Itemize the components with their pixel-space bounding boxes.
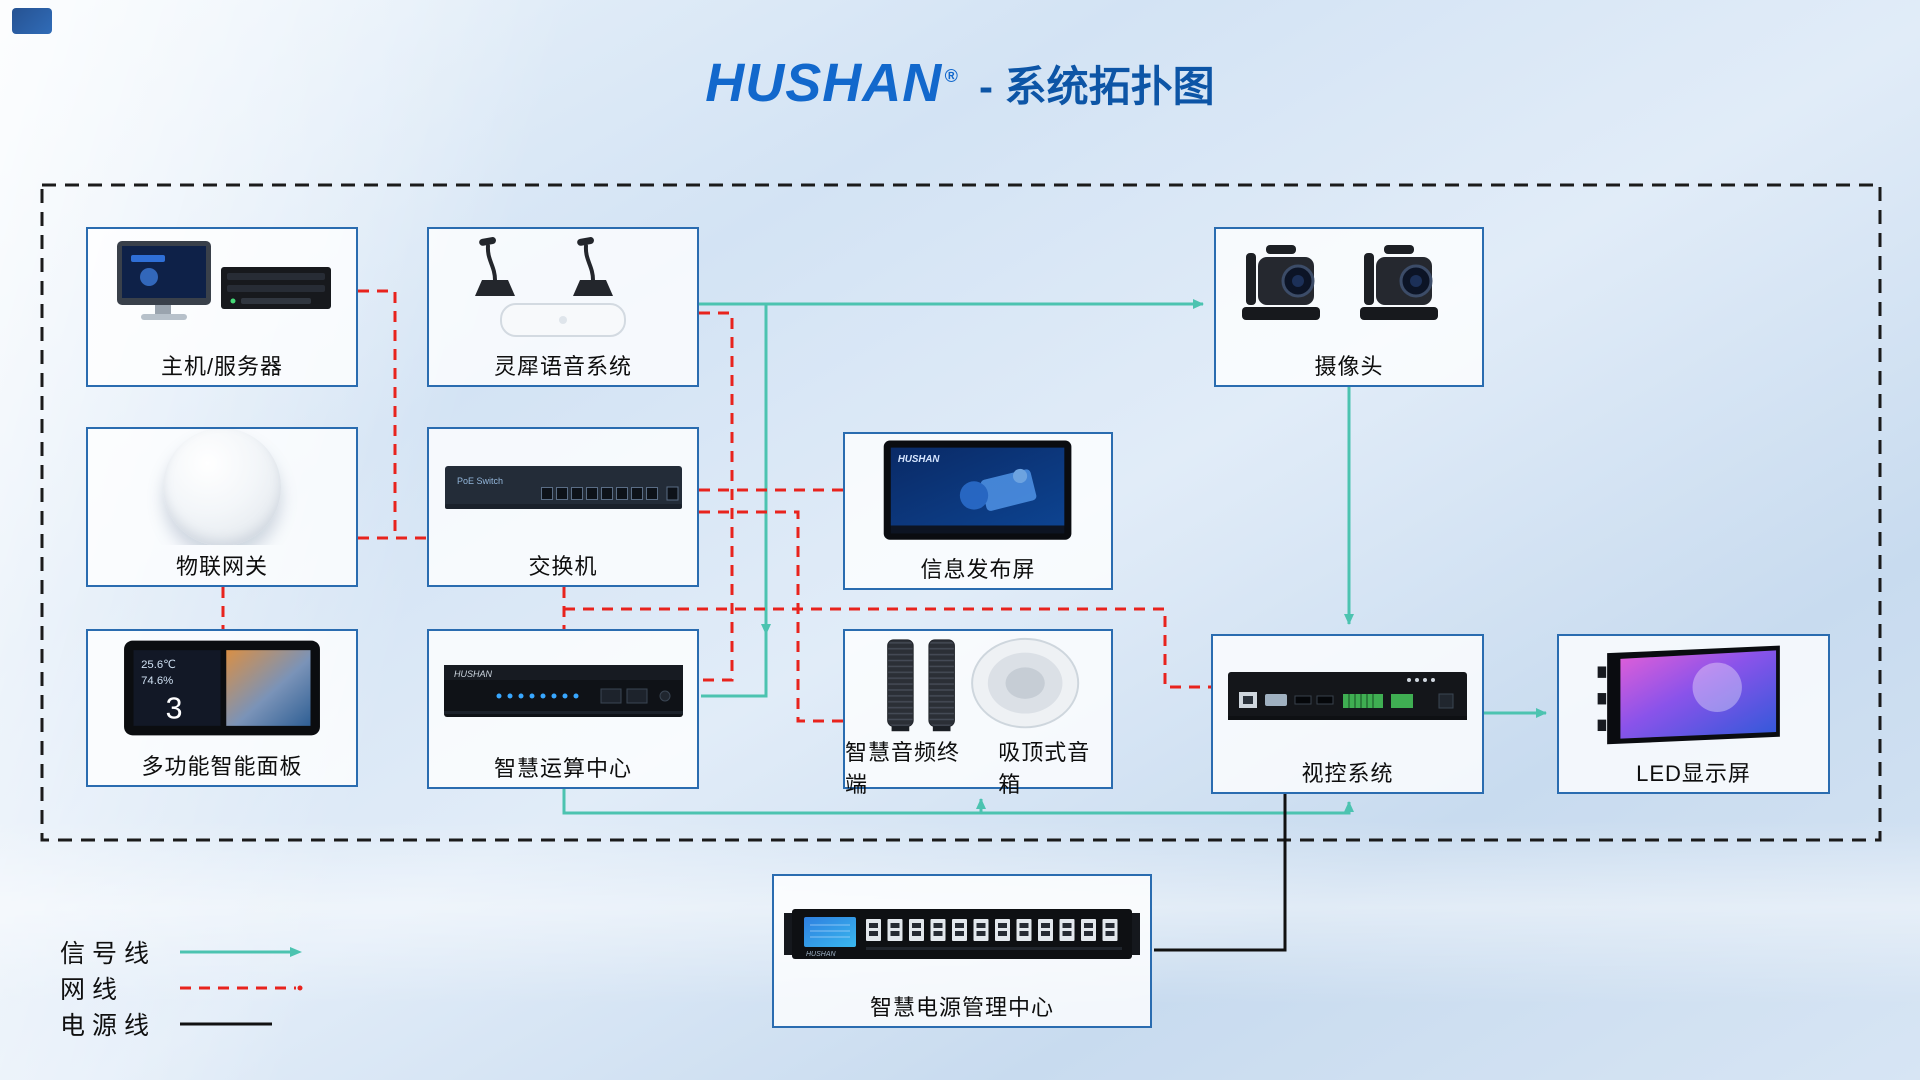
registered-mark: ® (944, 66, 959, 86)
iot-gateway-illustration (88, 429, 356, 545)
camera-illustration (1216, 229, 1482, 345)
ptz-camera-icon (1242, 245, 1438, 320)
corner-watermark (12, 8, 52, 34)
power-lines (1154, 794, 1287, 952)
node-label-info: 信息发布屏 (920, 557, 1036, 582)
switch-device-text: PoE Switch (457, 476, 503, 486)
led-panel-icon (1597, 645, 1780, 745)
node-label-power: 智慧电源管理中心 (869, 995, 1054, 1020)
audio-illustration (845, 631, 1111, 747)
panel-temp-text: 25.6℃ (141, 659, 176, 671)
panel-humidity-text: 74.6% (141, 675, 173, 687)
switch-illustration: PoE Switch (429, 429, 697, 545)
node-label-panel: 多功能智能面板 (141, 754, 303, 779)
voice-system-illustration (429, 229, 697, 345)
power-center-illustration: HUSHAN (774, 876, 1150, 986)
legend-network-label: 网线 (60, 976, 125, 1004)
network-switch-icon: PoE Switch (444, 466, 682, 509)
node-label-audio: 智慧音频终端 吸顶式音箱 (845, 740, 1111, 797)
rack-unit-icon: HUSHAN (443, 665, 683, 717)
node-label-iot: 物联网关 (175, 554, 268, 579)
brand-logo: HUSHAN® (705, 53, 958, 113)
brand-logo-text: HUSHAN (705, 53, 943, 113)
page-title: HUSHAN® - 系统拓扑图 (0, 52, 1920, 114)
title-suffix: - 系统拓扑图 (979, 63, 1215, 110)
legend-row-power: 电源线 (60, 1006, 308, 1042)
power-brand-text: HUSHAN (806, 951, 837, 958)
computing-center-illustration: HUSHAN (429, 631, 697, 747)
smart-panel-illustration: 25.6℃ 74.6% 3 (88, 631, 356, 745)
node-label-computing: 智慧运算中心 (493, 756, 632, 781)
legend-row-network: 网线 (60, 970, 308, 1006)
node-server: 主机/服务器 (86, 227, 358, 387)
node-label-voice: 灵犀语音系统 (493, 354, 632, 379)
ceiling-speaker-label: 吸顶式音箱 (998, 740, 1091, 797)
speakers-icon (886, 637, 1079, 732)
node-info-screen: HUSHAN 信息发布屏 (843, 432, 1113, 590)
info-screen-illustration: HUSHAN (845, 434, 1111, 548)
legend-signal-label: 信号线 (60, 940, 157, 968)
node-audio: 智慧音频终端 吸顶式音箱 (843, 629, 1113, 797)
power-distribution-icon: HUSHAN (784, 909, 1140, 959)
server-illustration (88, 229, 356, 345)
node-label-switch: 交换机 (528, 554, 598, 579)
video-control-illustration (1213, 636, 1482, 752)
node-label-video: 视控系统 (1301, 761, 1394, 786)
node-led-screen: LED显示屏 (1557, 634, 1830, 794)
node-label-server: 主机/服务器 (160, 354, 284, 379)
power-line-sample (180, 1022, 272, 1026)
node-iot-gateway: 物联网关 (86, 427, 358, 587)
network-line-sample (180, 985, 303, 991)
computing-brand-text: HUSHAN (454, 669, 493, 679)
iot-puck-icon (163, 429, 281, 545)
node-voice-system: 灵犀语音系统 (427, 227, 699, 387)
legend-power-label: 电源线 (60, 1012, 157, 1040)
node-label-camera: 摄像头 (1314, 354, 1384, 379)
node-switch: PoE Switch 交换机 (427, 427, 699, 587)
node-power-center: HUSHAN 智慧电源管理中心 (772, 874, 1152, 1028)
legend-row-signal: 信号线 (60, 934, 308, 970)
node-smart-panel: 25.6℃ 74.6% 3 多功能智能面板 (86, 629, 358, 787)
info-display-icon: HUSHAN (883, 440, 1072, 540)
audio-terminal-label: 智慧音频终端 (845, 740, 961, 797)
node-label-led: LED显示屏 (1636, 761, 1751, 786)
smart-panel-icon: 25.6℃ 74.6% 3 (124, 640, 320, 736)
monitor-and-server-icon (116, 240, 331, 320)
panel-number-text: 3 (166, 692, 183, 725)
node-video-control: 视控系统 (1211, 634, 1484, 794)
info-brand-text: HUSHAN (898, 454, 941, 465)
led-screen-illustration (1559, 636, 1828, 752)
microphones-icon (475, 237, 626, 337)
node-camera: 摄像头 (1214, 227, 1484, 387)
video-controller-icon (1228, 672, 1467, 720)
signal-line-sample (180, 947, 302, 957)
node-computing-center: HUSHAN 智慧运算中心 (427, 629, 699, 789)
legend: 信号线 网线 电源线 (60, 934, 308, 1042)
